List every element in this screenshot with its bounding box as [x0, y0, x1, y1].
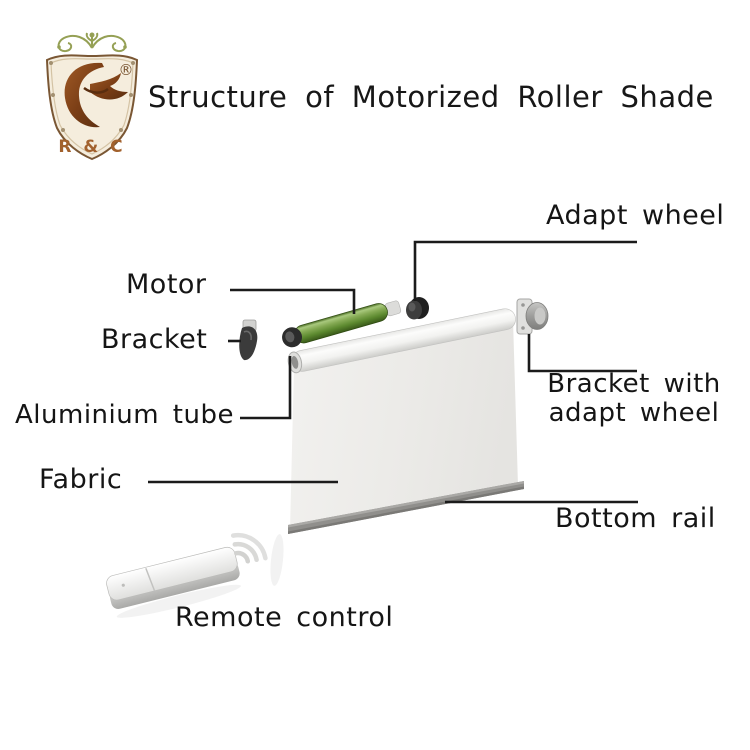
label-bracket-with-adapt-wheel: Bracket with adapt wheel	[528, 370, 740, 428]
adapt-wheel-part	[406, 297, 429, 320]
fabric-shadow	[270, 534, 284, 586]
adapt-wheel-leader-line	[413, 240, 637, 301]
label-motor: Motor	[126, 269, 207, 300]
label-bottom-rail: Bottom rail	[555, 503, 716, 534]
logo-wood-emblem	[64, 62, 128, 128]
remote-control-part	[106, 546, 241, 618]
label-adapt-wheel: Adapt wheel	[546, 200, 725, 231]
label-bracket: Bracket	[101, 324, 208, 355]
label-bracket-with-adapt-wheel-line1: Bracket with	[547, 369, 721, 399]
registered-trademark-icon: ®	[119, 61, 134, 79]
bracket-part	[239, 319, 258, 361]
bracket-with-adapt-wheel-part	[516, 298, 549, 335]
fabric-panel	[290, 320, 518, 530]
logo-rivets	[49, 61, 135, 132]
aluminium-tube-part	[287, 308, 516, 374]
bottom-rail-part	[288, 481, 524, 534]
wireless-signal-waves-icon	[230, 532, 268, 564]
label-aluminium-tube: Aluminium tube	[15, 400, 234, 430]
rc-wood-shield-logo-icon: ® R & C	[45, 32, 139, 161]
label-bracket-with-adapt-wheel-line2: adapt wheel	[548, 398, 720, 428]
logo-brand-text: R & C	[58, 137, 125, 157]
aluminium-tube-leader-line	[240, 356, 292, 420]
bracket-with-adapt-wheel-leader-line	[527, 334, 637, 373]
motor-leader-line	[230, 288, 356, 314]
page-title: Structure of Motorized Roller Shade	[148, 80, 714, 114]
motor-part	[282, 300, 402, 348]
label-remote-control: Remote control	[175, 602, 394, 633]
leader-lines	[148, 240, 638, 504]
label-fabric: Fabric	[39, 464, 123, 495]
